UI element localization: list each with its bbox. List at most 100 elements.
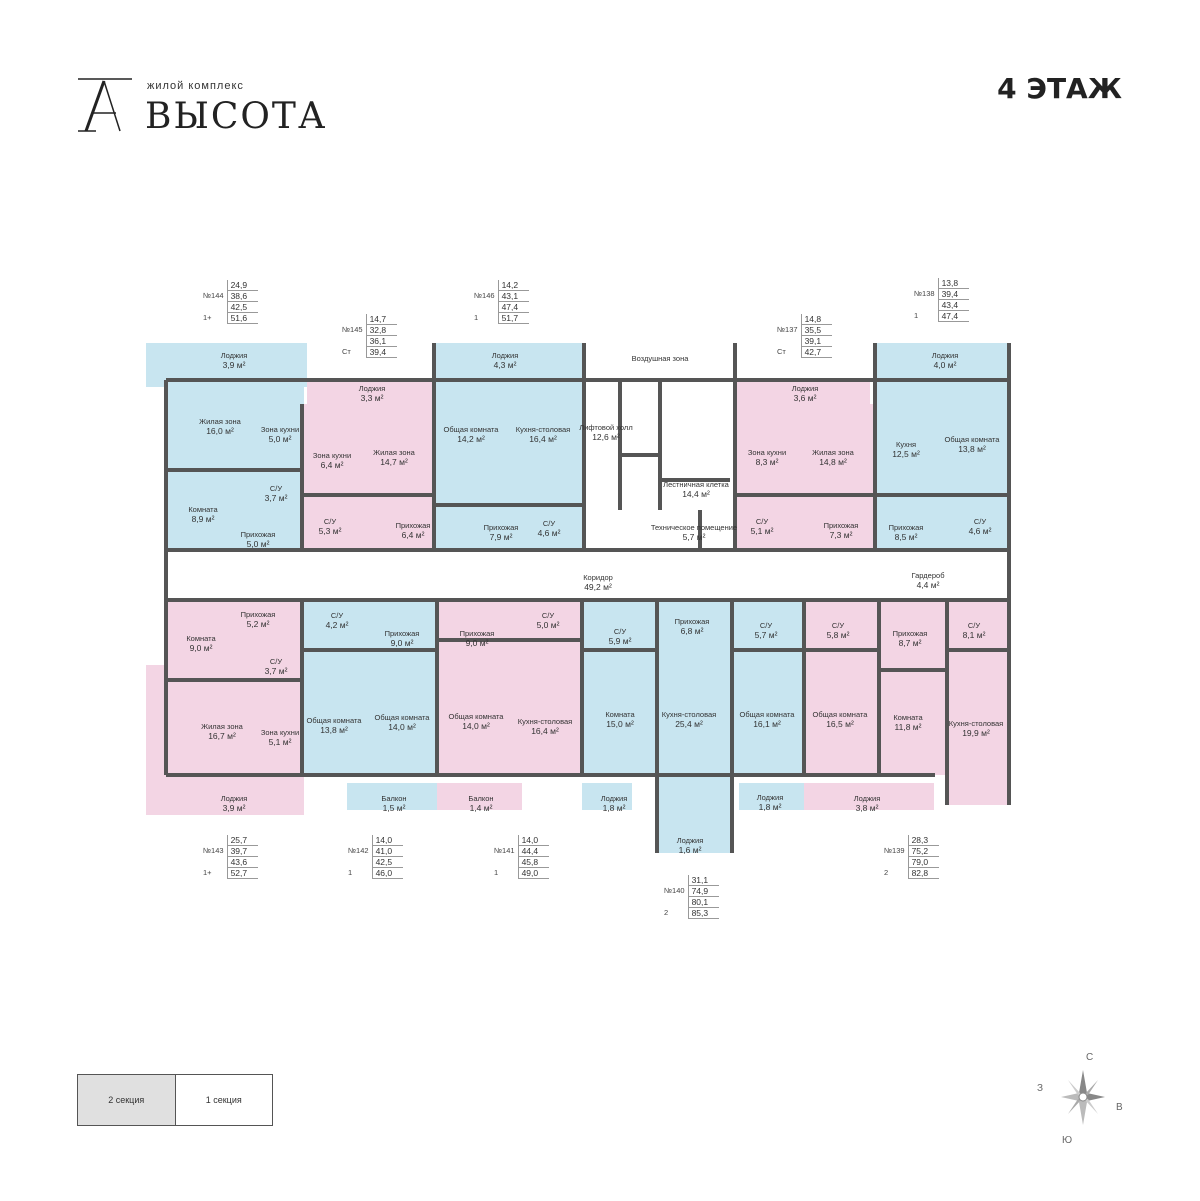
apartment-area: 39,4 (366, 346, 397, 358)
room-area: 8,7 м² (899, 638, 922, 648)
room-name: Комната (893, 713, 923, 722)
room-name: Прихожая (893, 629, 928, 638)
apartment-area: 49,0 (518, 867, 549, 879)
room-zone (146, 665, 304, 815)
room-area: 14,7 м² (380, 457, 408, 467)
room-area: 5,8 м² (827, 630, 850, 640)
tab-section-2[interactable]: 2 секция (78, 1075, 176, 1125)
room-label-34: С/У3,7 м² (265, 657, 288, 676)
room-name: Лифтовой холл (579, 423, 632, 432)
room-name: Комната (605, 710, 635, 719)
room-name: С/У (974, 517, 987, 526)
apartment-area: 28,3 (908, 835, 939, 846)
apartment-area: 39,7 (227, 845, 258, 857)
room-name: Прихожая (241, 530, 276, 539)
room-zone (434, 343, 584, 380)
room-area: 16,4 м² (531, 726, 559, 736)
apartment-number: №141 (491, 845, 519, 857)
room-name: Комната (188, 505, 218, 514)
room-name: Балкон (381, 794, 406, 803)
room-label-3: С/У3,7 м² (265, 484, 288, 503)
room-area: 12,5 м² (892, 449, 920, 459)
apartment-area: 82,8 (908, 867, 939, 879)
room-area: 7,3 м² (830, 530, 853, 540)
apartment-number: №146 (471, 290, 499, 302)
apartment-area: 47,4 (498, 301, 529, 313)
room-name: Кухня-столовая (949, 719, 1003, 728)
room-name: С/У (270, 657, 283, 666)
room-label-9: С/У5,3 м² (319, 517, 342, 536)
apartment-rooms: 1 (491, 867, 519, 879)
compass-south: Ю (1062, 1135, 1073, 1146)
room-area: 12,6 м² (592, 432, 620, 442)
room-zone (732, 600, 804, 775)
apartment-number: №139 (881, 845, 909, 857)
room-zone (874, 343, 1008, 380)
room-name: Общая комната (813, 710, 869, 719)
apartment-area: 44,4 (518, 845, 549, 857)
room-name: Жилая зона (199, 417, 241, 426)
room-area: 4,0 м² (934, 360, 957, 370)
room-area: 5,0 м² (537, 620, 560, 630)
room-name: Комната (186, 634, 216, 643)
room-name: Зона кухни (748, 448, 786, 457)
room-zone (804, 783, 934, 810)
room-name: Лоджия (932, 351, 959, 360)
apartment-area: 43,1 (498, 290, 529, 302)
room-area: 5,3 м² (319, 526, 342, 536)
apartment-area: 13,8 (938, 278, 969, 289)
room-name: Общая комната (449, 712, 505, 721)
room-name: Жилая зона (373, 448, 415, 457)
room-label-16: Воздушная зона (632, 354, 690, 363)
table-cell-empty (491, 856, 519, 868)
room-name: Коридор (583, 573, 613, 582)
room-area: 3,9 м² (223, 803, 246, 813)
room-name: Лоджия (854, 794, 881, 803)
room-name: Прихожая (675, 617, 710, 626)
room-name: Общая комната (740, 710, 796, 719)
room-area: 13,8 м² (958, 444, 986, 454)
tab-section-1[interactable]: 1 секция (205, 1095, 242, 1105)
room-area: 4,3 м² (494, 360, 517, 370)
apartment-area: 42,5 (372, 856, 403, 868)
compass-west: З (1037, 1083, 1044, 1094)
room-area: 14,0 м² (388, 722, 416, 732)
section-switcher: 2 секция 1 секция (77, 1074, 273, 1126)
room-area: 4,4 м² (917, 580, 940, 590)
floor-title: 4 ЭТАЖ (997, 72, 1122, 105)
table-cell-empty (345, 835, 373, 846)
logo-name: ВЫСОТА (145, 96, 328, 137)
apartment-area: 74,9 (688, 885, 719, 897)
apartment-area: 52,7 (227, 867, 258, 879)
room-zone (582, 783, 632, 810)
room-zone (437, 600, 582, 775)
apartment-number: №138 (911, 288, 939, 300)
table-cell-empty (200, 280, 228, 291)
apartment-number: №137 (774, 324, 802, 336)
room-label-48: С/У5,9 м² (609, 627, 632, 646)
room-name: Жилая зона (201, 722, 243, 731)
table-cell-empty (200, 856, 228, 868)
room-area: 15,0 м² (606, 719, 634, 729)
apartment-area: 41,0 (372, 845, 403, 857)
